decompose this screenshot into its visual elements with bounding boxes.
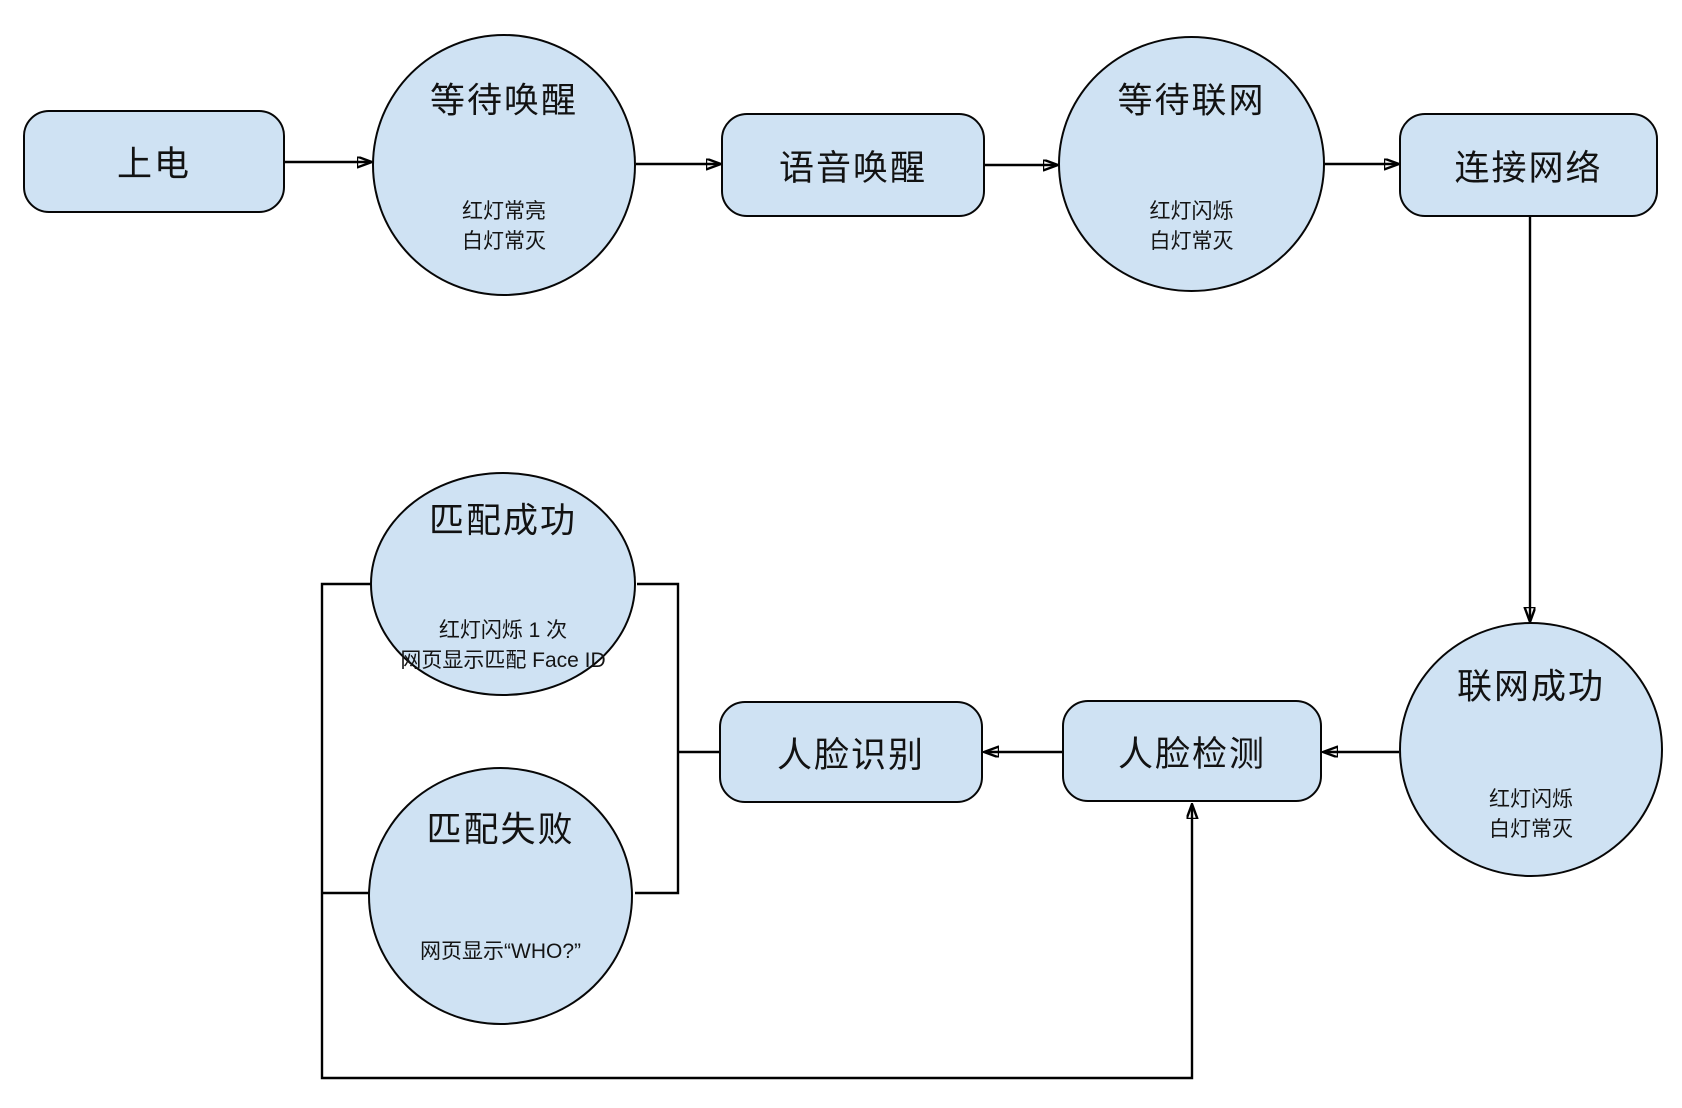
node-face-detect-label: 人脸检测 bbox=[1117, 734, 1266, 774]
node-face-recognize: 人脸识别 bbox=[719, 701, 983, 803]
node-match-success-label: 匹配成功 bbox=[428, 501, 578, 541]
node-match-success: 匹配成功 红灯闪烁 1 次 网页显示匹配 Face ID bbox=[370, 472, 636, 696]
edge-match-bracket-right bbox=[635, 582, 680, 895]
edge-match-loop-to-face-detect bbox=[320, 582, 1192, 1080]
node-wait-network-sublabel: 红灯闪烁 白灯常灭 bbox=[1149, 200, 1234, 253]
node-power-on-label: 上电 bbox=[116, 145, 191, 184]
node-power-on: 上电 bbox=[23, 110, 285, 213]
node-connect-network: 连接网络 bbox=[1399, 113, 1658, 217]
node-match-fail-sublabel: 网页显示“WHO?” bbox=[420, 939, 581, 963]
node-match-fail-label: 匹配失败 bbox=[426, 810, 575, 850]
node-wait-wake: 等待唤醒 红灯常亮 白灯常灭 bbox=[372, 34, 636, 296]
node-network-success-label: 联网成功 bbox=[1456, 667, 1606, 707]
node-voice-wake-label: 语音唤醒 bbox=[778, 148, 927, 188]
node-face-detect: 人脸检测 bbox=[1062, 700, 1322, 802]
node-connect-network-label: 连接网络 bbox=[1454, 148, 1603, 188]
node-match-fail: 匹配失败 网页显示“WHO?” bbox=[368, 767, 633, 1025]
node-wait-network-label: 等待联网 bbox=[1117, 81, 1266, 121]
node-face-recognize-label: 人脸识别 bbox=[776, 735, 925, 775]
node-wait-wake-label: 等待唤醒 bbox=[429, 81, 579, 121]
node-wait-wake-sublabel: 红灯常亮 白灯常灭 bbox=[462, 199, 546, 253]
node-network-success-sublabel: 红灯闪烁 白灯常灭 bbox=[1489, 787, 1573, 841]
node-match-success-sublabel: 红灯闪烁 1 次 网页显示匹配 Face ID bbox=[400, 618, 606, 672]
node-voice-wake: 语音唤醒 bbox=[721, 113, 985, 217]
node-network-success: 联网成功 红灯闪烁 白灯常灭 bbox=[1399, 622, 1663, 877]
node-wait-network: 等待联网 红灯闪烁 白灯常灭 bbox=[1058, 36, 1325, 292]
